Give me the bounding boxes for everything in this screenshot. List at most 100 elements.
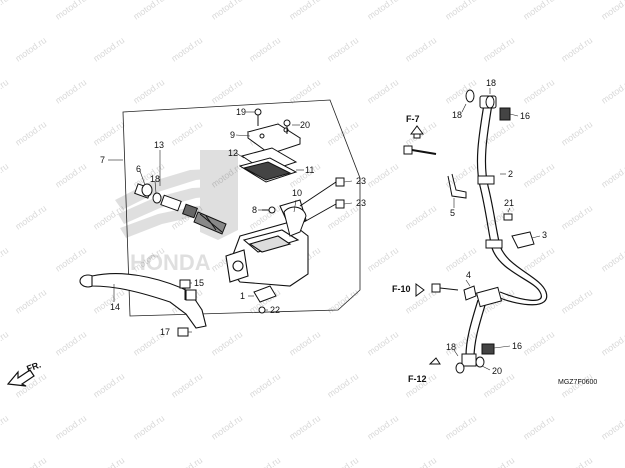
watermark-text: motod.ru — [325, 455, 360, 468]
watermark-text: motod.ru — [0, 329, 10, 358]
watermark-text: motod.ru — [0, 245, 10, 274]
watermark-text: motod.ru — [91, 35, 126, 64]
watermark-text: motod.ru — [0, 413, 10, 442]
diagram-code: MGZ7F0600 — [558, 379, 597, 386]
callout-7: 7 — [100, 155, 105, 165]
clamp-5 — [447, 173, 467, 199]
watermark-text: motod.ru — [91, 455, 126, 468]
honda-brand-text: HONDA — [130, 250, 211, 275]
watermark-text: motod.ru — [365, 329, 400, 358]
watermark-text: motod.ru — [287, 0, 322, 22]
watermark-text: motod.ru — [443, 245, 478, 274]
bolt-f10 — [431, 283, 459, 293]
screw-20-right — [283, 119, 291, 134]
pivot-bolt-15 — [179, 279, 191, 300]
watermark-text: motod.ru — [559, 455, 594, 468]
watermark-text: motod.ru — [131, 77, 166, 106]
callout-5: 5 — [450, 208, 455, 218]
watermark-text: motod.ru — [481, 35, 516, 64]
holder-10 — [283, 206, 307, 237]
watermark-text: motod.ru — [443, 161, 478, 190]
watermark-text: motod.ru — [53, 0, 88, 22]
honda-wing-logo: HONDA — [115, 150, 238, 275]
callout-14: 14 — [110, 302, 120, 312]
screw-21 — [258, 306, 266, 314]
watermark-text: motod.ru — [599, 77, 625, 106]
watermark-text: motod.ru — [443, 0, 478, 22]
callout-16b: 16 — [512, 341, 522, 351]
watermark-text: motod.ru — [559, 203, 594, 232]
clamp-3 — [511, 231, 535, 249]
watermark-text: motod.ru — [91, 287, 126, 316]
watermark-text: motod.ru — [13, 455, 48, 468]
callout-9: 9 — [230, 130, 235, 140]
watermark-text: motod.ru — [325, 287, 360, 316]
watermark-text: motod.ru — [209, 413, 244, 442]
watermark-text: motod.ru — [287, 413, 322, 442]
callout-18b: 18 — [486, 78, 496, 88]
watermark-text: motod.ru — [599, 161, 625, 190]
watermark-text: motod.ru — [325, 371, 360, 400]
watermark-text: motod.ru — [599, 413, 625, 442]
watermark-text: motod.ru — [521, 245, 556, 274]
callout-20a: 19 — [236, 107, 246, 117]
callout-23b: 23 — [356, 198, 366, 208]
watermark-text: motod.ru — [521, 413, 556, 442]
screw-22 — [503, 213, 513, 221]
bolt-f7 — [403, 145, 437, 155]
callout-4: 4 — [466, 270, 471, 280]
callout-8: 8 — [252, 205, 257, 215]
callout-1: 1 — [240, 291, 245, 301]
watermark-text: motod.ru — [403, 35, 438, 64]
callout-labels: 19 20 9 12 11 10 23 23 8 7 13 6 18 1 22 … — [100, 78, 547, 376]
banjo-bolt-16-lower — [481, 343, 495, 355]
watermark-text: motod.ru — [559, 35, 594, 64]
callout-22: 21 — [504, 198, 514, 208]
callout-12: 12 — [228, 148, 238, 158]
watermark-text: motod.ru — [169, 119, 204, 148]
callout-18c: 18 — [446, 342, 456, 352]
watermark-text: motod.ru — [247, 455, 282, 468]
watermark-text: motod.ru — [209, 0, 244, 22]
watermark-text: motod.ru — [403, 203, 438, 232]
watermark-text: motod.ru — [521, 0, 556, 22]
watermark-text: motod.ru — [559, 119, 594, 148]
watermark-text: motod.ru — [131, 0, 166, 22]
watermark-text: motod.ru — [599, 329, 625, 358]
screw-20-left — [254, 108, 262, 126]
watermark-text: motod.ru — [169, 35, 204, 64]
watermark-text: motod.ru — [521, 77, 556, 106]
clip-4 — [463, 285, 477, 301]
callout-6: 6 — [136, 164, 141, 174]
watermark-text: motod.ru — [325, 35, 360, 64]
watermark-text: motod.ru — [247, 371, 282, 400]
ref-f10: F-10 — [392, 284, 411, 294]
callout-18d: 20 — [492, 366, 502, 376]
ref-arrow-f7 — [410, 125, 424, 139]
callout-23a: 23 — [356, 176, 366, 186]
front-arrow — [6, 369, 35, 387]
watermark-text: motod.ru — [599, 245, 625, 274]
watermark-text: motod.ru — [131, 413, 166, 442]
watermark-text: motod.ru — [0, 0, 10, 22]
callout-3: 3 — [542, 230, 547, 240]
callout-21: 22 — [270, 305, 280, 315]
screw-8 — [262, 206, 276, 214]
watermark-text: motod.ru — [53, 413, 88, 442]
brake-hose — [465, 103, 548, 359]
watermark-text: motod.ru — [209, 77, 244, 106]
banjo-bolt-16-upper — [499, 107, 511, 121]
watermark-text: motod.ru — [169, 455, 204, 468]
watermark-text: motod.ru — [0, 161, 10, 190]
watermark-text: motod.ru — [209, 329, 244, 358]
brake-lever-14 — [79, 273, 207, 329]
callout-2: 2 — [508, 169, 513, 179]
watermark-text: motod.ru — [559, 287, 594, 316]
watermark-text: motod.ru — [13, 119, 48, 148]
watermark-text: motod.ru — [0, 77, 10, 106]
watermark-text: motod.ru — [53, 161, 88, 190]
watermark-text: motod.ru — [443, 413, 478, 442]
watermark-text: motod.ru — [91, 371, 126, 400]
